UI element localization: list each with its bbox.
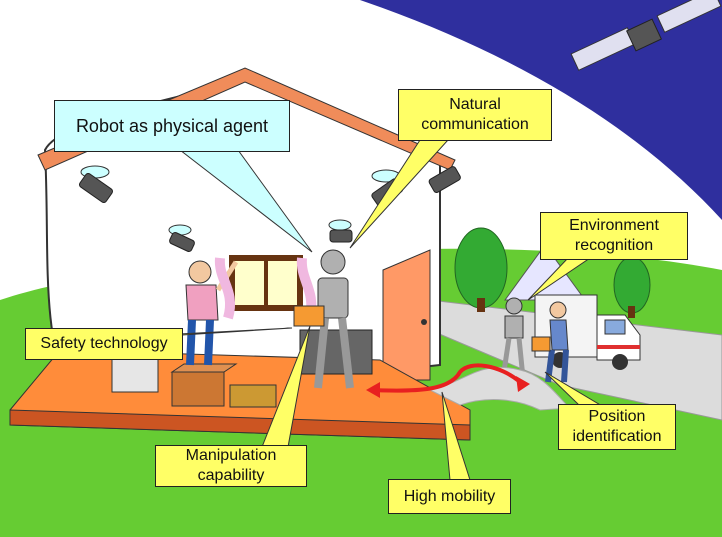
person-icon <box>545 301 569 383</box>
garden-path <box>428 366 572 411</box>
callout-natural-communication: Natural communication <box>398 89 552 141</box>
mobility-arrowhead <box>366 382 380 398</box>
ceiling-camera-icon <box>78 165 114 204</box>
robot-arm-left <box>214 257 235 320</box>
box-icon <box>229 384 277 408</box>
satellite-icon <box>570 0 722 71</box>
box-icon <box>170 363 238 407</box>
tree-icon <box>454 227 508 312</box>
floor-edge <box>9 409 471 441</box>
callout-manipulation-capability: Manipulation capability <box>155 445 307 487</box>
mobility-arrowhead <box>516 376 530 392</box>
callout-safety-technology: Safety technology <box>25 328 183 360</box>
sky-arc <box>360 0 722 220</box>
ceiling-camera-icon <box>428 166 461 193</box>
callout-high-mobility: High mobility <box>388 479 511 514</box>
mobility-path-arrow <box>371 363 522 393</box>
callout-environment-recognition: Environment recognition <box>540 212 688 260</box>
door-icon <box>382 249 431 381</box>
ceiling-camera-icon <box>328 219 353 243</box>
window-icon <box>229 255 303 311</box>
sofa <box>299 329 373 375</box>
ceiling-camera-icon <box>168 224 195 253</box>
callout-robot-agent: Robot as physical agent <box>54 100 290 152</box>
humanoid-robot-icon <box>293 249 354 389</box>
callout-position-identification: Position identification <box>558 404 676 450</box>
humanoid-robot-icon <box>500 297 551 379</box>
